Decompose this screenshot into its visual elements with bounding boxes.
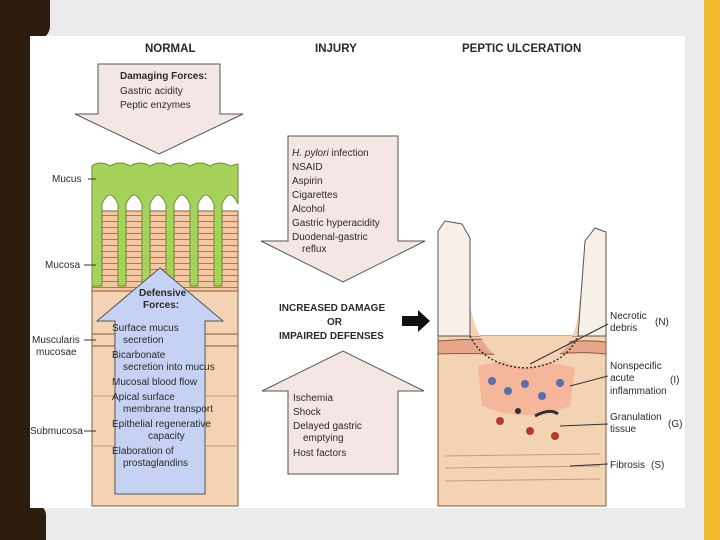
defensive-line-7: membrane transport bbox=[123, 404, 213, 415]
injury-bottom-line-4: emptying bbox=[303, 433, 344, 444]
injury-line-2: Aspirin bbox=[292, 176, 323, 187]
slide-right-bar bbox=[704, 0, 720, 540]
injury-line-7: reflux bbox=[302, 244, 326, 255]
defensive-forces-arrow bbox=[95, 267, 225, 495]
defensive-line-6: Apical surface bbox=[112, 392, 175, 403]
injury-bottom-line-1: Ischemia bbox=[293, 393, 333, 404]
leader-necrotic bbox=[529, 323, 609, 365]
ulcer-label-necrotic-2: debris bbox=[610, 323, 637, 334]
header-normal: NORMAL bbox=[145, 43, 195, 55]
defensive-line-3: Bicarbonate bbox=[112, 350, 166, 361]
damaging-forces-arrow bbox=[74, 63, 244, 155]
layer-submucosa: Submucosa bbox=[30, 426, 83, 437]
peptic-ulcer-diagram: NORMAL INJURY PEPTIC ULCERATION Damaging… bbox=[30, 43, 682, 507]
damaging-line-2: Peptic enzymes bbox=[120, 100, 191, 111]
ulcer-code-i: (I) bbox=[670, 375, 679, 386]
damaging-line-1: Gastric acidity bbox=[120, 86, 183, 97]
center-line-2: OR bbox=[327, 317, 343, 328]
ulcer-code-g: (G) bbox=[668, 419, 682, 430]
center-arrow bbox=[402, 310, 430, 332]
ulcer-code-s: (S) bbox=[651, 460, 664, 471]
header-peptic-ulceration: PEPTIC ULCERATION bbox=[462, 43, 581, 55]
center-line-3: IMPAIRED DEFENSES bbox=[279, 331, 384, 342]
ulcer-label-nonspecific-3: inflammation bbox=[610, 386, 667, 397]
leader-granulation bbox=[559, 423, 609, 427]
ulcer-label-necrotic-1: Necrotic bbox=[610, 311, 647, 322]
ulcer-label-nonspecific-2: acute bbox=[610, 373, 635, 384]
ulcer-label-fibrosis: Fibrosis bbox=[610, 460, 645, 471]
ulcer-tissue bbox=[437, 220, 607, 507]
ulcer-label-granulation-2: tissue bbox=[610, 424, 637, 435]
defensive-line-10: Elaboration of bbox=[112, 446, 174, 457]
layer-mucosa: Mucosa bbox=[45, 260, 80, 271]
defensive-line-1: Surface mucus bbox=[112, 323, 179, 334]
defensive-line-5: Mucosal blood flow bbox=[112, 377, 198, 388]
defensive-line-2: secretion bbox=[123, 335, 164, 346]
defensive-line-11: prostaglandins bbox=[123, 458, 188, 469]
leader-fibrosis bbox=[569, 463, 609, 467]
center-line-1: INCREASED DAMAGE bbox=[279, 303, 385, 314]
ulcer-label-nonspecific-1: Nonspecific bbox=[610, 361, 662, 372]
ulcer-label-granulation-1: Granulation bbox=[610, 412, 662, 423]
injury-line-1: NSAID bbox=[292, 162, 323, 173]
defensive-title-1: Defensive bbox=[139, 288, 187, 299]
injury-bottom-line-2: Shock bbox=[293, 407, 322, 418]
defensive-line-8: Epithelial regenerative bbox=[112, 419, 211, 430]
injury-line-4: Alcohol bbox=[292, 204, 325, 215]
injury-line-pylori: H. pylori infection bbox=[292, 148, 369, 159]
diagram-canvas: NORMAL INJURY PEPTIC ULCERATION Damaging… bbox=[30, 36, 685, 508]
slide-left-notch-top bbox=[36, 0, 50, 40]
injury-line-3: Cigarettes bbox=[292, 190, 338, 201]
injury-bottom-line-3: Delayed gastric bbox=[293, 421, 362, 432]
defensive-line-4: secretion into mucus bbox=[123, 362, 215, 373]
layer-mucosae: mucosae bbox=[36, 347, 77, 358]
damaging-title: Damaging Forces: bbox=[120, 71, 207, 82]
slide-left-notch-bottom bbox=[36, 505, 46, 540]
injury-bottom-arrow bbox=[261, 350, 425, 475]
layer-mucus: Mucus bbox=[52, 174, 81, 185]
injury-line-6: Duodenal-gastric bbox=[292, 232, 368, 243]
layer-muscularis: Muscularis bbox=[32, 335, 80, 346]
injury-bottom-line-5: Host factors bbox=[293, 448, 346, 459]
defensive-title-2: Forces: bbox=[143, 300, 179, 311]
injury-top-arrow bbox=[260, 135, 426, 283]
leader-inflammation bbox=[569, 375, 609, 387]
ulcer-code-n: (N) bbox=[655, 317, 669, 328]
defensive-line-9: capacity bbox=[148, 431, 185, 442]
injury-line-5: Gastric hyperacidity bbox=[292, 218, 380, 229]
header-injury: INJURY bbox=[315, 43, 357, 55]
